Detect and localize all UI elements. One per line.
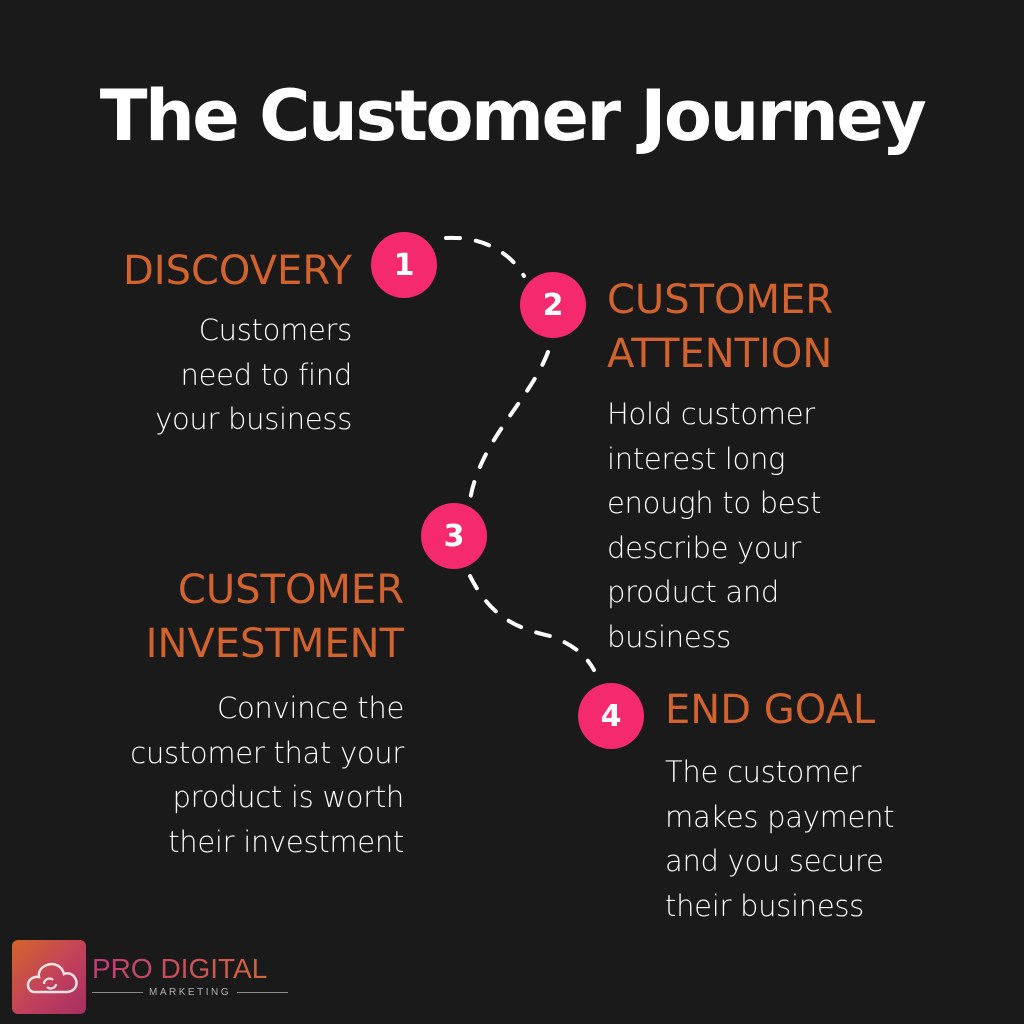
step-2-description-line: interest long	[607, 441, 786, 476]
step-2-description: Hold customer interest long enough to be…	[607, 392, 822, 659]
divider	[92, 991, 144, 993]
step-3-description: Convince the customer that your product …	[130, 686, 404, 864]
step-4-badge: 4	[578, 683, 644, 749]
logo-mark	[12, 940, 86, 1014]
step-2-heading-line: CUSTOMER	[607, 277, 834, 323]
step-4-description-line: and you secure	[665, 844, 884, 878]
brand-tagline-row: MARKETING	[92, 985, 289, 999]
step-2-description-line: product and	[607, 575, 780, 609]
step-1-description-line: need to find	[180, 357, 353, 392]
step-1-description-line: your business	[155, 402, 352, 436]
step-3-description-line: product is worth	[172, 780, 405, 814]
brand-name: PRO DIGITAL	[92, 952, 288, 986]
step-4-description: The customer makes payment and you secur…	[665, 750, 895, 928]
step-4-description-line: The customer	[665, 755, 862, 789]
cloud-sync-icon	[26, 962, 78, 994]
step-4-heading-line: END GOAL	[665, 687, 876, 733]
step-3-heading: CUSTOMER INVESTMENT	[146, 563, 404, 671]
step-2-badge: 2	[520, 272, 586, 338]
step-2-description-line: business	[607, 619, 731, 654]
step-2-heading-line: ATTENTION	[607, 331, 833, 377]
step-3-heading-line: CUSTOMER	[177, 567, 404, 613]
step-2-heading: CUSTOMER ATTENTION	[607, 273, 833, 381]
step-1-heading-line: DISCOVERY	[122, 248, 352, 294]
step-2-description-line: enough to best	[607, 486, 822, 520]
step-4-heading: END GOAL	[665, 683, 875, 737]
page-title: The Customer Journey	[99, 75, 927, 157]
step-1-description-line: Customers	[198, 313, 353, 347]
step-2-description-line: Hold customer	[607, 397, 815, 431]
step-2-description-line: describe your	[607, 530, 802, 565]
step-3-description-line: Convince the	[217, 691, 404, 725]
step-1-badge: 1	[371, 232, 437, 298]
step-3-badge: 3	[421, 503, 487, 569]
step-1-heading: DISCOVERY	[123, 244, 352, 298]
step-1-description: Customers need to find your business	[155, 308, 352, 442]
step-4-description-line: makes payment	[665, 799, 895, 834]
brand-tagline: MARKETING	[149, 986, 231, 998]
step-3-description-line: customer that your	[130, 735, 404, 770]
divider	[236, 991, 289, 993]
step-3-heading-line: INVESTMENT	[145, 621, 404, 667]
step-4-description-line: their business	[665, 888, 864, 923]
step-3-description-line: their investment	[168, 824, 404, 859]
